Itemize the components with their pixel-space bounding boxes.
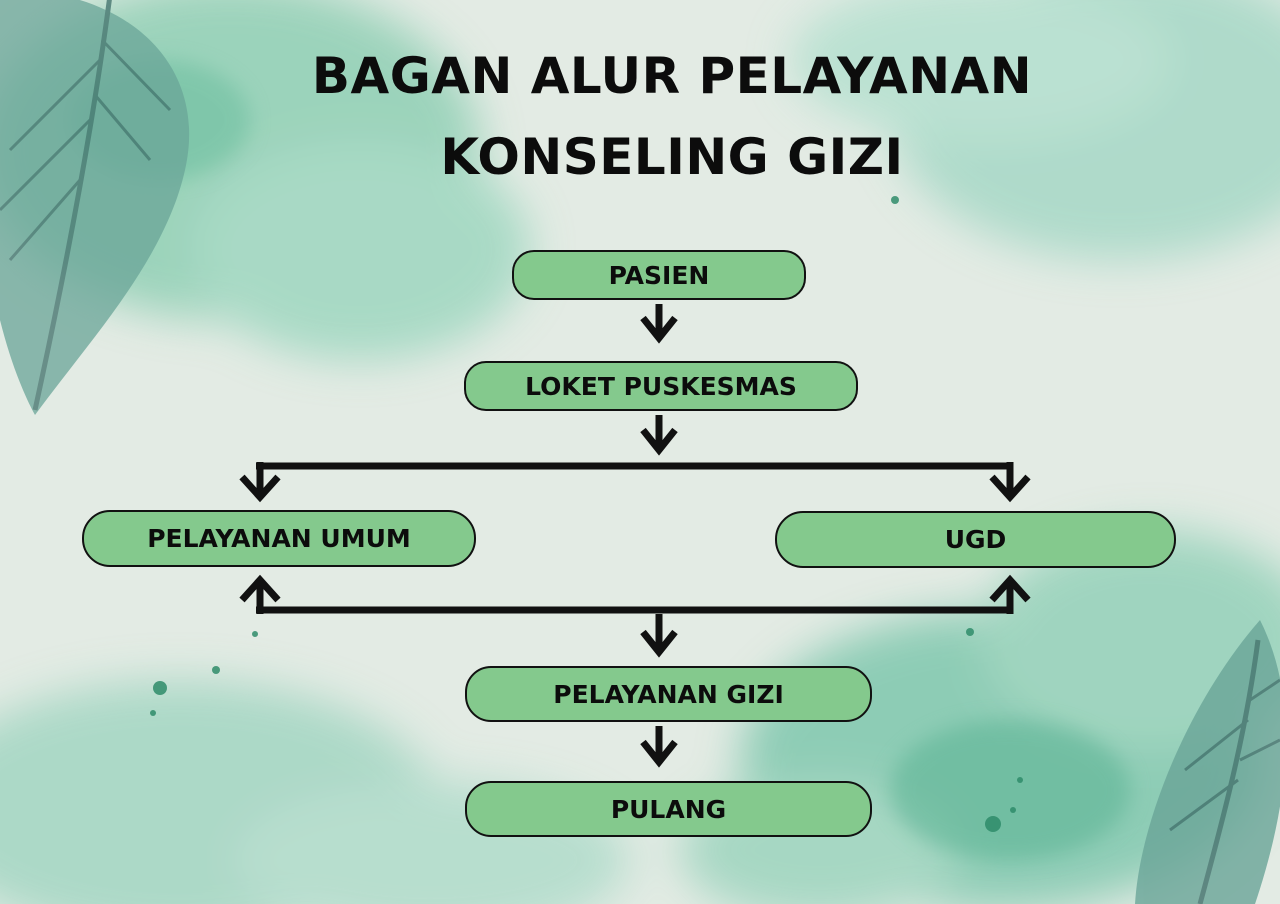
title-line-1: BAGAN ALUR PELAYANAN: [311, 47, 1033, 105]
arrow-head-gizi-to-pulang: [640, 739, 678, 768]
node-pelayanan-gizi: PELAYANAN GIZI: [465, 666, 872, 722]
node-pasien: PASIEN: [512, 250, 806, 300]
arrow-head-up-ugd: [989, 574, 1031, 603]
node-pulang: PULANG: [465, 781, 872, 837]
node-loket-puskesmas: LOKET PUSKESMAS: [464, 361, 858, 411]
leaf-bottom-right: [1135, 620, 1280, 904]
leaf-top-left: [0, 0, 190, 415]
node-pelayanan-umum: PELAYANAN UMUM: [82, 510, 476, 567]
title-line-2: KONSELING GIZI: [440, 128, 904, 186]
node-ugd: UGD: [775, 511, 1176, 568]
arrow-head-up-umum: [239, 574, 281, 603]
arrow-head-to-gizi: [640, 629, 678, 658]
arrow-head-to-ugd: [989, 474, 1031, 503]
arrow-head-to-umum: [239, 474, 281, 503]
arrow-head-pasien-to-loket: [640, 315, 678, 344]
arrow-head-loket-down: [640, 427, 678, 456]
